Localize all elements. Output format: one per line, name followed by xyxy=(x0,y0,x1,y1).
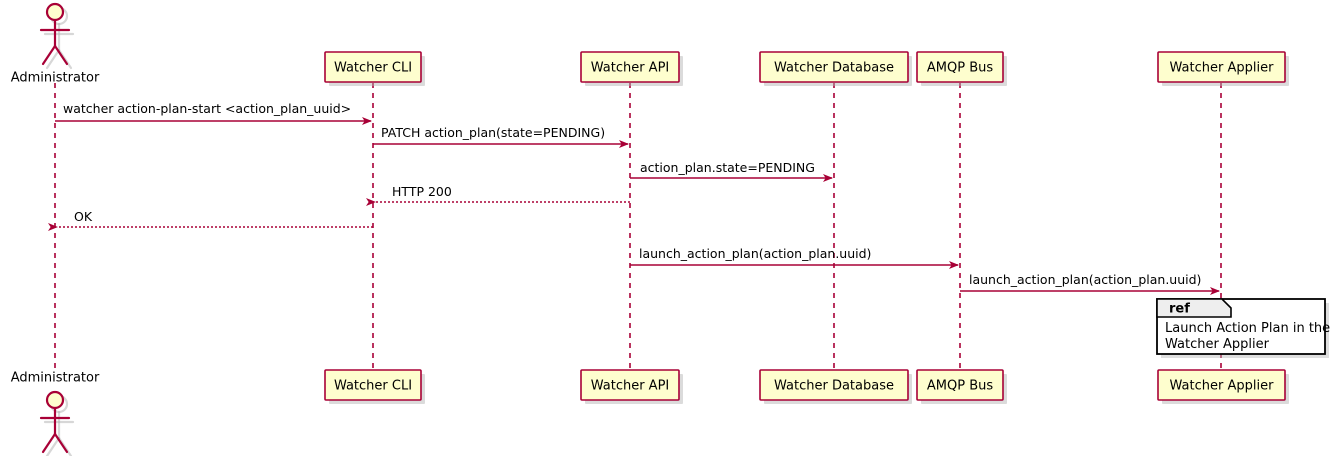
message-2[interactable]: PATCH action_plan(state=PENDING) xyxy=(373,125,629,148)
ref-title: ref xyxy=(1169,302,1190,317)
message-4[interactable]: HTTP 200 xyxy=(366,184,630,206)
message-5[interactable]: OK xyxy=(48,209,373,231)
message-label: watcher action-plan-start <action_plan_u… xyxy=(63,101,351,116)
ref-text-line: Launch Action Plan in the xyxy=(1165,321,1330,336)
message-label: launch_action_plan(action_plan.uuid) xyxy=(969,272,1201,287)
participant-watcher_api-bottom[interactable]: Watcher API xyxy=(580,369,683,404)
participant-watcher_database-bottom[interactable]: Watcher Database xyxy=(759,369,912,404)
message-label: PATCH action_plan(state=PENDING) xyxy=(381,125,605,140)
participant-watcher_applier-bottom[interactable]: Watcher Applier xyxy=(1157,369,1289,404)
message-1[interactable]: watcher action-plan-start <action_plan_u… xyxy=(55,101,372,125)
participant-amqp_bus-bottom[interactable]: AMQP Bus xyxy=(916,369,1007,404)
message-label: OK xyxy=(74,209,93,224)
ref-text-line: Watcher Applier xyxy=(1165,337,1270,352)
participant-label-amqp_bus: AMQP Bus xyxy=(927,379,993,394)
participant-label-watcher_cli: Watcher CLI xyxy=(334,379,412,394)
participant-label-watcher_applier: Watcher Applier xyxy=(1170,61,1275,76)
participant-label-amqp_bus: AMQP Bus xyxy=(927,61,993,76)
messages-layer: watcher action-plan-start <action_plan_u… xyxy=(48,101,1220,295)
participant-label-watcher_database: Watcher Database xyxy=(774,61,894,76)
message-7[interactable]: launch_action_plan(action_plan.uuid) xyxy=(960,272,1220,295)
participant-label-watcher_database: Watcher Database xyxy=(774,379,894,394)
actor-administrator-top: Administrator xyxy=(11,2,100,86)
message-label: HTTP 200 xyxy=(392,184,452,199)
participant-label-administrator: Administrator xyxy=(11,371,100,386)
message-label: action_plan.state=PENDING xyxy=(640,160,815,175)
participant-watcher_cli-bottom[interactable]: Watcher CLI xyxy=(324,369,425,404)
participant-label-watcher_api: Watcher API xyxy=(591,379,670,394)
participant-label-watcher_cli: Watcher CLI xyxy=(334,61,412,76)
participant-watcher_applier-top[interactable]: Watcher Applier xyxy=(1157,51,1289,86)
participant-label-watcher_applier: Watcher Applier xyxy=(1170,379,1275,394)
participant-watcher_api-top[interactable]: Watcher API xyxy=(580,51,683,86)
lifelines-layer xyxy=(54,83,1222,370)
participant-label-administrator: Administrator xyxy=(11,71,100,86)
actor-administrator-bottom: Administrator xyxy=(11,371,100,456)
participant-label-watcher_api: Watcher API xyxy=(591,61,670,76)
message-3[interactable]: action_plan.state=PENDING xyxy=(630,160,833,182)
participant-watcher_database-top[interactable]: Watcher Database xyxy=(759,51,912,86)
participant-amqp_bus-top[interactable]: AMQP Bus xyxy=(916,51,1007,86)
message-label: launch_action_plan(action_plan.uuid) xyxy=(639,246,871,261)
ref-tab xyxy=(1156,298,1232,318)
participant-watcher_cli-top[interactable]: Watcher CLI xyxy=(324,51,425,86)
message-6[interactable]: launch_action_plan(action_plan.uuid) xyxy=(630,246,959,269)
